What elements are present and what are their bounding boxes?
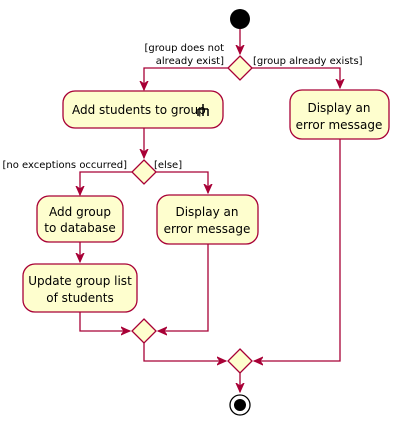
update-list-line1: Update group list (28, 274, 132, 288)
update-list-line2: of students (46, 291, 114, 305)
error-top-line1: Display an (307, 101, 370, 115)
error-top-line2: error message (296, 118, 383, 132)
decision-exceptions (131, 159, 157, 185)
error-mid-line2: error message (164, 222, 251, 236)
activity-error-mid (156, 194, 259, 245)
end-node-core (234, 399, 246, 411)
activity-error-top (289, 89, 390, 140)
merge-diamond (131, 318, 157, 344)
activity-add-students (62, 90, 224, 129)
final-merge-diamond (227, 348, 253, 374)
activity-add-group (36, 195, 124, 243)
end-node-ring (229, 394, 251, 416)
edge-error-mid-merge (158, 244, 209, 331)
decision-group-exists (227, 55, 253, 81)
start-node (230, 9, 250, 29)
add-students-label: Add students to group (72, 103, 206, 117)
add-group-line2: to database (44, 221, 116, 235)
edge-decision-add-students (144, 67, 228, 90)
edge-decision-error-mid (156, 171, 208, 193)
guard-no-group-line1: [group does not (144, 43, 224, 54)
edge-error-top-final-merge (254, 139, 341, 361)
edge-decision-add-group (80, 171, 132, 195)
rake-icon (197, 104, 209, 116)
guard-else: [else] (154, 160, 182, 171)
error-mid-line1: Display an (175, 205, 238, 219)
edge-merge-final-merge (143, 343, 226, 361)
edge-decision-error-top (252, 67, 340, 88)
guard-group-exists: [group already exists] (253, 56, 363, 67)
edge-update-merge (79, 312, 130, 331)
activity-update-list (22, 263, 138, 313)
add-group-line1: Add group (49, 205, 111, 219)
guard-no-exceptions: [no exceptions occurred] (3, 160, 128, 171)
guard-no-group-line2: already exist] (156, 56, 224, 67)
